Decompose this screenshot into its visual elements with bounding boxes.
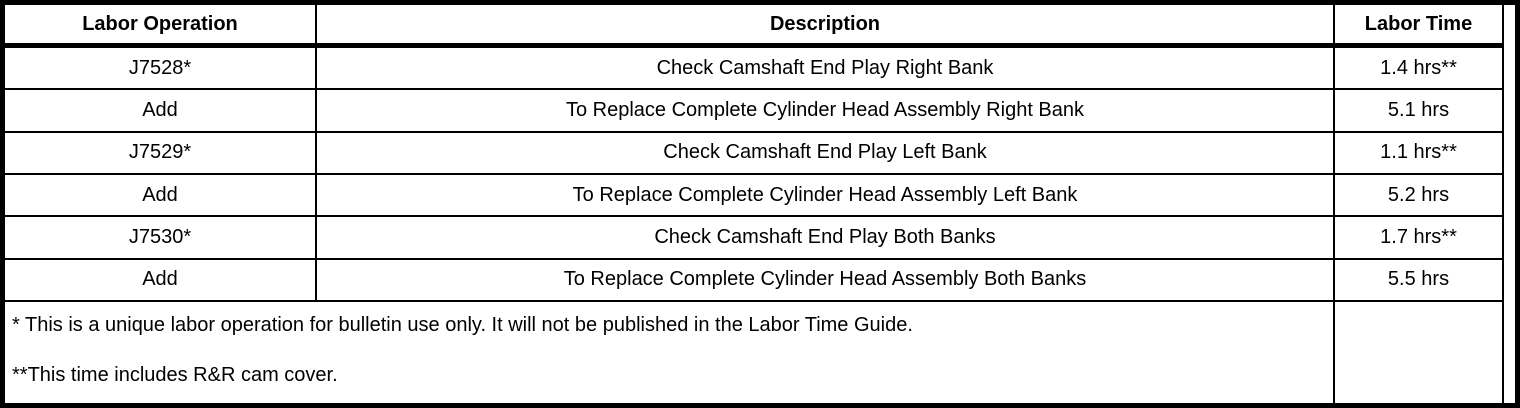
labor-operation-cell: J7530* [5, 215, 317, 260]
column-header-description: Description [315, 5, 1335, 48]
table-body: J7528* Check Camshaft End Play Right Ban… [5, 44, 1504, 403]
description-cell: Check Camshaft End Play Both Banks [315, 215, 1335, 260]
labor-time-table: Labor Operation Description Labor Time J… [5, 5, 1504, 403]
table-row: J7530* Check Camshaft End Play Both Bank… [5, 215, 1504, 260]
column-header-labor-operation: Labor Operation [5, 5, 317, 48]
footnotes-cell: * This is a unique labor operation for b… [5, 300, 1335, 403]
description-cell: To Replace Complete Cylinder Head Assemb… [315, 88, 1335, 133]
table-row: Add To Replace Complete Cylinder Head As… [5, 173, 1504, 218]
description-cell: Check Camshaft End Play Left Bank [315, 130, 1335, 176]
labor-time-cell: 5.2 hrs [1333, 173, 1504, 218]
footnotes-row: * This is a unique labor operation for b… [5, 300, 1504, 403]
labor-operation-cell: J7528* [5, 44, 317, 91]
labor-time-cell: 1.7 hrs** [1333, 215, 1504, 260]
description-cell: To Replace Complete Cylinder Head Assemb… [315, 257, 1335, 303]
labor-operation-cell: J7529* [5, 130, 317, 176]
header-row: Labor Operation Description Labor Time [5, 5, 1504, 48]
footnote-asterisk: * This is a unique labor operation for b… [12, 314, 913, 337]
labor-time-cell: 5.1 hrs [1333, 88, 1504, 133]
labor-operation-cell: Add [5, 257, 317, 303]
description-cell: To Replace Complete Cylinder Head Assemb… [315, 173, 1335, 218]
table-row: J7528* Check Camshaft End Play Right Ban… [5, 44, 1504, 91]
labor-operation-cell: Add [5, 173, 317, 218]
footnote-double-asterisk: **This time includes R&R cam cover. [12, 364, 338, 387]
table-row: J7529* Check Camshaft End Play Left Bank… [5, 130, 1504, 176]
labor-time-cell: 1.1 hrs** [1333, 130, 1504, 176]
table-header: Labor Operation Description Labor Time [5, 5, 1504, 48]
column-header-labor-time: Labor Time [1333, 5, 1504, 48]
labor-operation-cell: Add [5, 88, 317, 133]
table-row: Add To Replace Complete Cylinder Head As… [5, 88, 1504, 133]
footnotes-empty-time-cell [1333, 300, 1504, 403]
labor-time-cell: 5.5 hrs [1333, 257, 1504, 303]
description-cell: Check Camshaft End Play Right Bank [315, 44, 1335, 91]
table-row: Add To Replace Complete Cylinder Head As… [5, 257, 1504, 303]
labor-time-cell: 1.4 hrs** [1333, 44, 1504, 91]
